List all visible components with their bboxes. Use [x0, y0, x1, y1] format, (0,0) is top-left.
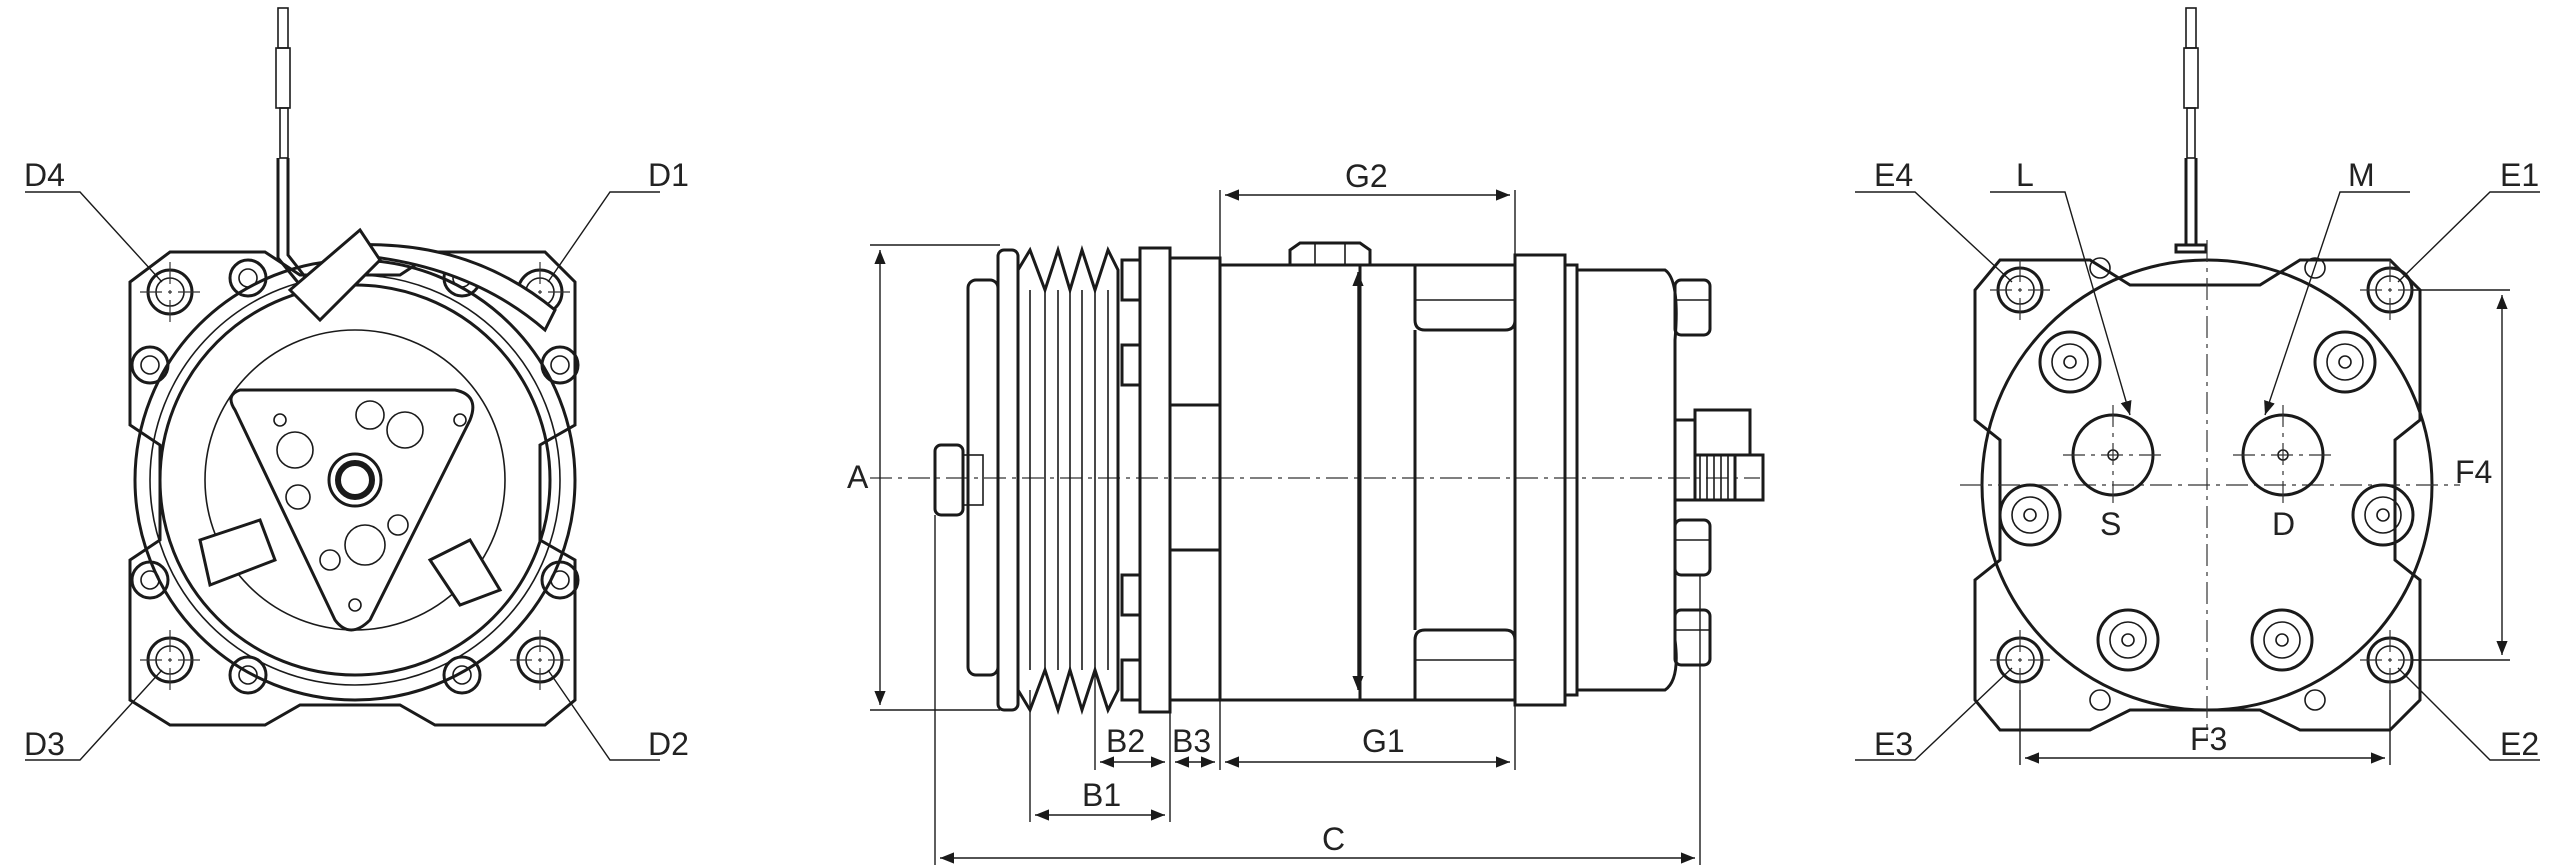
rear-ports: [2063, 405, 2333, 505]
label-a: A: [847, 459, 869, 495]
front-view: D4 D1 D3 D2: [24, 7, 689, 762]
side-rear-flange: [1513, 253, 1567, 707]
label-d4: D4: [24, 157, 65, 193]
label-s: S: [2100, 506, 2121, 542]
label-e3: E3: [1874, 726, 1913, 762]
label-d: D: [2272, 506, 2295, 542]
side-view: A G2 B2 B3 G1 B1 C: [847, 158, 1765, 865]
label-g2: G2: [1345, 158, 1388, 194]
label-f3: F3: [2190, 721, 2227, 757]
label-d2: D2: [648, 726, 689, 762]
side-rear-head: [1575, 268, 1678, 692]
rear-cable: [2174, 7, 2208, 254]
side-pulley: [1016, 244, 1120, 716]
label-e4: E4: [1874, 157, 1913, 193]
side-clutch-bolts: [1120, 246, 1172, 714]
label-e1: E1: [2500, 157, 2539, 193]
front-cable: [275, 7, 308, 286]
label-l: L: [2016, 157, 2034, 193]
label-d3: D3: [24, 726, 65, 762]
front-clutch-hub: [198, 227, 503, 632]
label-b1: B1: [1082, 777, 1121, 813]
label-b3: B3: [1172, 723, 1211, 759]
label-d1: D1: [648, 157, 689, 193]
label-e2: E2: [2500, 726, 2539, 762]
side-rear-bolts: [1673, 278, 1712, 667]
rear-view: E4 L M E1 S D F4 E3 F3 E2: [1855, 7, 2540, 765]
rear-leaders: [1855, 191, 2540, 761]
rear-hex-bolts: [1998, 257, 2415, 711]
label-m: M: [2348, 157, 2375, 193]
front-leaders: [25, 191, 660, 761]
side-rear-fitting: [1673, 408, 1765, 502]
side-front-housing: [1168, 256, 1222, 702]
side-top-fitting: [1288, 241, 1372, 265]
rear-dimensions: [2019, 289, 2510, 765]
label-b2: B2: [1106, 723, 1145, 759]
side-front-nut: [933, 443, 965, 517]
label-g1: G1: [1362, 723, 1405, 759]
label-f4: F4: [2455, 454, 2492, 490]
rear-bolt-holes: [1990, 260, 2420, 690]
label-c: C: [1322, 821, 1345, 857]
side-dimensions: [870, 189, 1701, 865]
